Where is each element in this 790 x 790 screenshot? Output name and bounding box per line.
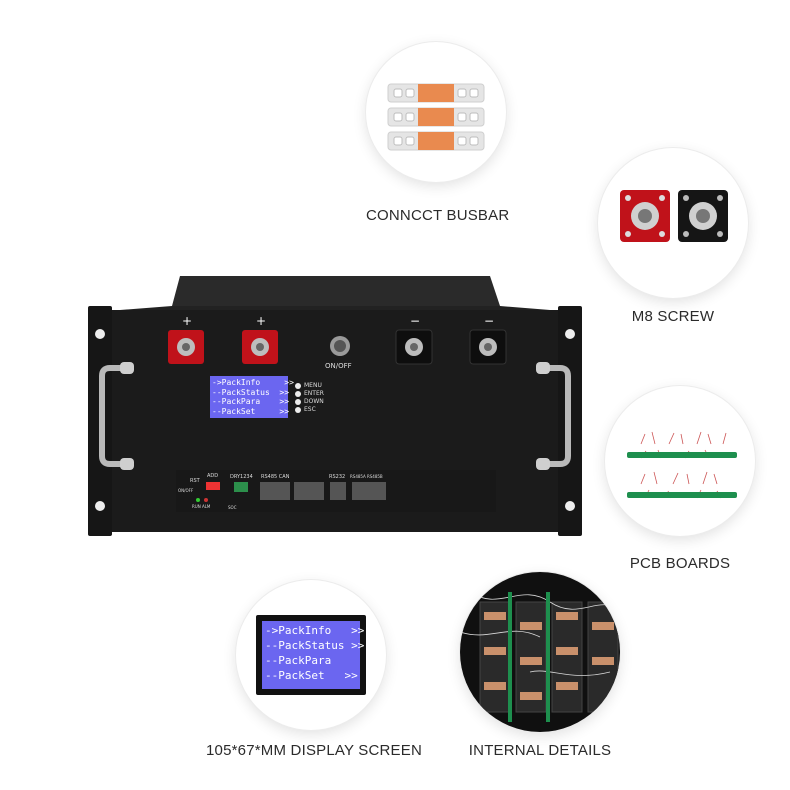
down-button-label: DOWN xyxy=(304,398,324,405)
lcd-line-1: ->PackInfo >> xyxy=(212,378,294,387)
rs232-label: RS232 xyxy=(329,474,346,480)
screw-caption: M8 SCREW xyxy=(631,308,715,325)
display-zoom-screen: ->PackInfo >> --PackStatus >> --PackPara… xyxy=(256,615,366,695)
terminal-minus-2: − xyxy=(484,314,495,328)
lcd-line-2: --PackStatus >> xyxy=(212,387,290,397)
internal-details-photo xyxy=(460,572,620,732)
rs485ab-label: RS485A RS485B xyxy=(350,474,383,479)
battery-case-drawing xyxy=(88,276,582,536)
add-label: ADD xyxy=(207,473,219,479)
busbar-caption: CONNCCT BUSBAR xyxy=(366,207,510,224)
terminal-plus-1: + xyxy=(182,314,193,328)
pcb-caption: PCB BOARDS xyxy=(629,555,731,572)
enter-button-label: ENTER xyxy=(304,390,324,397)
internal-callout xyxy=(460,572,620,732)
power-switch-label: ON/OFF xyxy=(325,362,352,370)
pcb-board-icon xyxy=(627,431,737,499)
m8-screw-icon xyxy=(620,190,728,242)
display-caption: 105*67*MM DISPLAY SCREEN xyxy=(206,742,423,759)
busbar-callout xyxy=(366,42,506,182)
battery-lcd: ->PackInfo >> --PackStatus >> --PackPara… xyxy=(212,378,294,416)
zoom-line-4: --PackSet >> xyxy=(265,669,358,682)
internal-caption: INTERNAL DETAILS xyxy=(468,742,612,759)
pcb-callout xyxy=(605,386,755,536)
esc-button-label: ESC xyxy=(304,406,316,413)
rs485-can-label: RS485 CAN xyxy=(261,474,290,480)
screw-callout xyxy=(598,148,748,298)
battery-module: + + − − ON/OFF ->PackInfo >> --PackStatu… xyxy=(80,270,590,540)
terminal-plus-2: + xyxy=(256,314,267,328)
lcd-line-4: --PackSet >> xyxy=(212,406,290,416)
menu-button-label: MENU xyxy=(304,382,322,389)
terminal-minus-1: − xyxy=(410,314,421,328)
busbar-icon xyxy=(387,83,485,151)
display-callout: ->PackInfo >> --PackStatus >> --PackPara… xyxy=(236,580,386,730)
dry-label: DRY1234 xyxy=(230,474,253,480)
rst-label: RST xyxy=(190,478,200,484)
zoom-line-2: --PackStatus >> xyxy=(265,639,365,652)
soc-label: SOC xyxy=(228,505,237,510)
lcd-line-3: --PackPara >> xyxy=(212,397,290,406)
zoom-line-3: --PackPara xyxy=(265,654,332,667)
onoff-port-label: ON/OFF xyxy=(178,488,194,493)
zoom-line-1: ->PackInfo >> xyxy=(265,624,365,637)
run-alm-label: RUN ALM xyxy=(192,504,211,509)
